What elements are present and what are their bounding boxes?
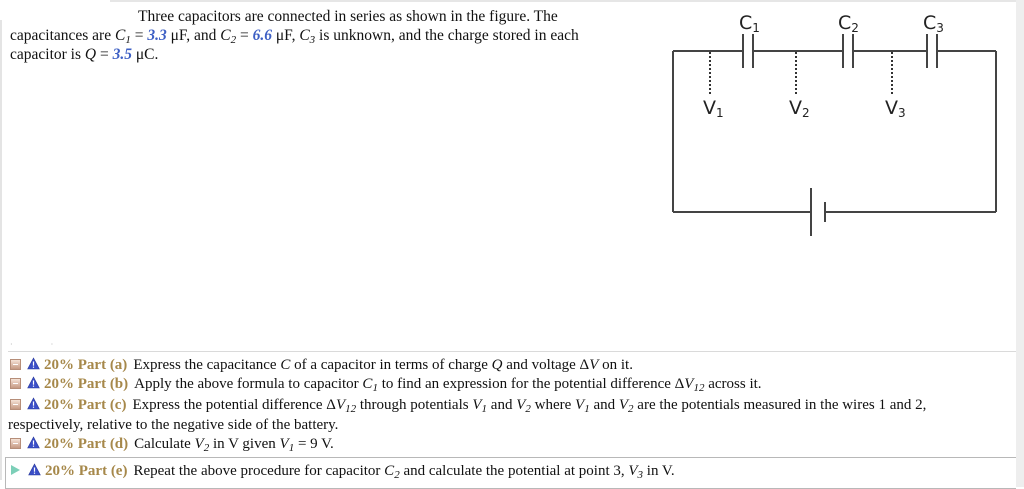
problem-statement: Three capacitors are connected in series…: [10, 7, 610, 64]
warning-icon: [27, 436, 40, 449]
equals: =: [236, 27, 253, 44]
part-e-label[interactable]: 20% Part (e): [45, 463, 128, 479]
scrollbar-track[interactable]: [1016, 0, 1024, 487]
label-v3: V3: [885, 97, 906, 120]
top-border: [110, 0, 1024, 2]
left-border: [0, 20, 2, 480]
faint-dots: ··: [10, 340, 92, 349]
c1-unit: μF, and: [166, 27, 221, 44]
label-c1: C1: [739, 12, 760, 35]
c2-unit: μF,: [272, 27, 300, 44]
c3-symbol: C3: [299, 27, 316, 46]
q-symbol: Q: [84, 46, 97, 63]
label-v2: V2: [789, 97, 810, 120]
warning-icon: [27, 376, 40, 389]
part-b-row[interactable]: 20% Part (b)Apply the above formula to c…: [10, 375, 762, 394]
c2-value: 6.6: [252, 27, 272, 44]
part-d-row[interactable]: 20% Part (d)Calculate V2 in V given V1 =…: [10, 435, 334, 454]
part-d-label[interactable]: 20% Part (d): [44, 436, 129, 452]
label-v1: V1: [703, 97, 724, 120]
part-c-row[interactable]: 20% Part (c)Express the potential differ…: [10, 396, 1010, 415]
c1-value: 3.3: [147, 27, 167, 44]
q-unit: μC.: [131, 46, 159, 63]
q-value: 3.5: [112, 46, 132, 63]
part-c-label[interactable]: 20% Part (c): [44, 397, 127, 413]
problem-text: is unknown, and the charge stored in eac…: [315, 27, 579, 44]
part-c-continuation: respectively, relative to the negative s…: [8, 417, 339, 433]
expand-play-icon[interactable]: [11, 465, 20, 475]
section-divider: [8, 351, 1016, 352]
equals: =: [96, 46, 113, 63]
label-c3: C3: [923, 12, 944, 35]
collapse-icon[interactable]: [10, 438, 21, 449]
collapse-icon[interactable]: [10, 359, 21, 370]
problem-text: capacitances are: [10, 27, 115, 44]
problem-text: capacitor is: [10, 46, 85, 63]
part-e-row[interactable]: 20% Part (e)Repeat the above procedure f…: [10, 462, 675, 481]
collapse-icon[interactable]: [10, 378, 21, 389]
warning-icon: [27, 357, 40, 370]
warning-icon: [28, 463, 41, 476]
part-a-label[interactable]: 20% Part (a): [44, 357, 128, 373]
problem-line-1: Three capacitors are connected in series…: [138, 8, 558, 25]
collapse-icon[interactable]: [10, 399, 21, 410]
circuit-diagram: C1 C2 C3 V1 V2 V3: [672, 12, 997, 236]
c2-symbol: C2: [220, 27, 237, 46]
label-c2: C2: [838, 12, 859, 35]
warning-icon: [27, 397, 40, 410]
part-b-label[interactable]: 20% Part (b): [44, 376, 129, 392]
part-a-row[interactable]: 20% Part (a)Express the capacitance C of…: [10, 356, 633, 375]
c1-symbol: C1: [114, 27, 131, 46]
equals: =: [130, 27, 148, 44]
